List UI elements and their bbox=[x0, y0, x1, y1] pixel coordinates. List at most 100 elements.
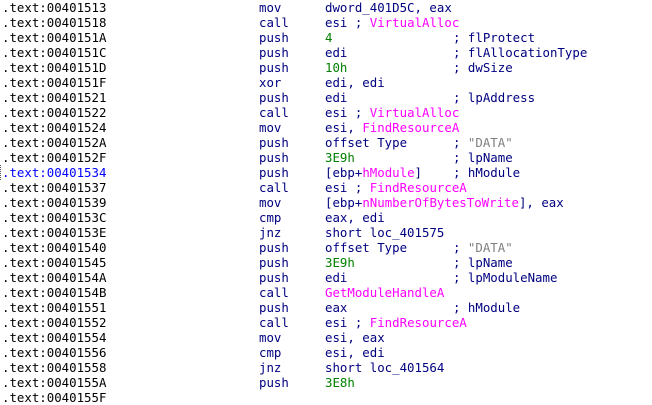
mnemonic[interactable]: push bbox=[259, 30, 289, 45]
mnemonic[interactable]: cmp bbox=[259, 345, 282, 360]
operand-token[interactable]: 3E8h bbox=[325, 375, 355, 390]
mnemonic[interactable]: call bbox=[259, 180, 289, 195]
operand-token[interactable]: 3E9h bbox=[325, 150, 355, 165]
address-label[interactable]: .text:00401521 bbox=[2, 90, 107, 105]
listing-line[interactable]: .text:00401558 jnz short loc_401564 bbox=[0, 360, 652, 375]
operand[interactable]: offset Type bbox=[325, 135, 407, 150]
operand[interactable]: 3E9h bbox=[325, 255, 355, 270]
operand[interactable]: short loc_401564 bbox=[325, 360, 444, 375]
mnemonic[interactable]: mov bbox=[259, 120, 282, 135]
mnemonic[interactable]: call bbox=[259, 315, 289, 330]
mnemonic[interactable]: mov bbox=[259, 195, 282, 210]
operand-token[interactable]: short loc_401564 bbox=[325, 360, 445, 375]
operand[interactable]: 3E8h bbox=[325, 375, 355, 390]
operand[interactable]: edi bbox=[325, 270, 347, 285]
address-label[interactable]: .text:00401552 bbox=[2, 315, 107, 330]
operand-token[interactable]: edi bbox=[325, 90, 348, 105]
address-label[interactable]: .text:0040152A bbox=[2, 135, 107, 150]
mnemonic[interactable]: push bbox=[259, 300, 289, 315]
listing-line[interactable]: .text:00401537 call esi ; FindResourceA bbox=[0, 180, 652, 195]
mnemonic[interactable]: push bbox=[259, 45, 289, 60]
operand[interactable]: 3E9h bbox=[325, 150, 355, 165]
mnemonic[interactable]: push bbox=[259, 375, 289, 390]
operand-token[interactable]: esi ; bbox=[325, 315, 370, 330]
address-label[interactable]: .text:0040155A bbox=[2, 375, 107, 390]
operand[interactable]: 10h bbox=[325, 60, 347, 75]
mnemonic[interactable]: jnz bbox=[259, 360, 282, 375]
operand[interactable]: 4 bbox=[325, 30, 332, 45]
operand-token[interactable]: [ebp+ bbox=[325, 195, 363, 210]
operand[interactable]: eax bbox=[325, 300, 347, 315]
listing-line[interactable]: .text:00401524 mov esi, FindResourceA bbox=[0, 120, 652, 135]
mnemonic[interactable]: push bbox=[259, 255, 289, 270]
operand-token[interactable]: hModule bbox=[362, 165, 415, 180]
address-label[interactable]: .text:00401524 bbox=[2, 120, 107, 135]
operand-token[interactable]: VirtualAlloc bbox=[369, 15, 460, 30]
mnemonic[interactable]: push bbox=[259, 270, 289, 285]
address-label[interactable]: .text:00401545 bbox=[2, 255, 107, 270]
listing-line[interactable]: .text:0040155A push 3E8h bbox=[0, 375, 652, 390]
operand-token[interactable]: offset Type bbox=[325, 135, 408, 150]
operand[interactable]: GetModuleHandleA bbox=[325, 285, 444, 300]
operand-token[interactable]: esi ; bbox=[325, 105, 370, 120]
address-label[interactable]: .text:00401537 bbox=[2, 180, 107, 195]
operand-token[interactable]: ] bbox=[414, 165, 422, 180]
operand-token[interactable]: [ebp+ bbox=[325, 165, 363, 180]
mnemonic[interactable]: call bbox=[259, 105, 289, 120]
mnemonic[interactable]: push bbox=[259, 60, 289, 75]
mnemonic[interactable]: mov bbox=[259, 0, 282, 15]
operand-token[interactable]: edi bbox=[325, 45, 348, 60]
operand[interactable]: edi bbox=[325, 45, 347, 60]
operand-token[interactable]: eax, edi bbox=[325, 210, 385, 225]
operand-token[interactable]: 10h bbox=[325, 60, 348, 75]
operand-token[interactable]: eax bbox=[325, 300, 348, 315]
operand[interactable]: edi, edi bbox=[325, 75, 385, 90]
operand-token[interactable]: esi, edi bbox=[325, 345, 385, 360]
address-label[interactable]: .text:0040151A bbox=[2, 30, 107, 45]
mnemonic[interactable]: call bbox=[259, 285, 289, 300]
operand[interactable]: esi ; FindResourceA bbox=[325, 180, 467, 195]
operand[interactable]: esi ; VirtualAlloc bbox=[325, 105, 459, 120]
address-label[interactable]: .text:0040153C bbox=[2, 210, 107, 225]
operand-token[interactable]: FindResourceA bbox=[369, 180, 467, 195]
address-label[interactable]: .text:0040152F bbox=[2, 150, 107, 165]
operand[interactable]: [ebp+nNumberOfBytesToWrite], eax bbox=[325, 195, 564, 210]
operand-token[interactable]: dword_401D5C, eax bbox=[325, 0, 452, 15]
operand[interactable]: esi, edi bbox=[325, 345, 385, 360]
mnemonic[interactable]: push bbox=[259, 135, 289, 150]
operand-token[interactable]: GetModuleHandleA bbox=[325, 285, 445, 300]
address-label[interactable]: .text:0040151C bbox=[2, 45, 107, 60]
operand-token[interactable]: VirtualAlloc bbox=[369, 105, 460, 120]
operand-token[interactable]: edi bbox=[325, 270, 348, 285]
address-label[interactable]: .text:0040151F bbox=[2, 75, 107, 90]
listing-line[interactable]: .text:0040155F bbox=[0, 390, 652, 405]
mnemonic[interactable]: call bbox=[259, 15, 289, 30]
mnemonic[interactable]: mov bbox=[259, 330, 282, 345]
operand-token[interactable]: short loc_401575 bbox=[325, 225, 445, 240]
operand[interactable]: short loc_401575 bbox=[325, 225, 444, 240]
operand[interactable]: offset Type bbox=[325, 240, 407, 255]
address-label[interactable]: .text:00401551 bbox=[2, 300, 107, 315]
address-label[interactable]: .text:00401558 bbox=[2, 360, 107, 375]
mnemonic[interactable]: jnz bbox=[259, 225, 282, 240]
operand-token[interactable]: esi ; bbox=[325, 180, 370, 195]
operand[interactable]: esi, FindResourceA bbox=[325, 120, 459, 135]
operand[interactable]: esi ; VirtualAlloc bbox=[325, 15, 459, 30]
